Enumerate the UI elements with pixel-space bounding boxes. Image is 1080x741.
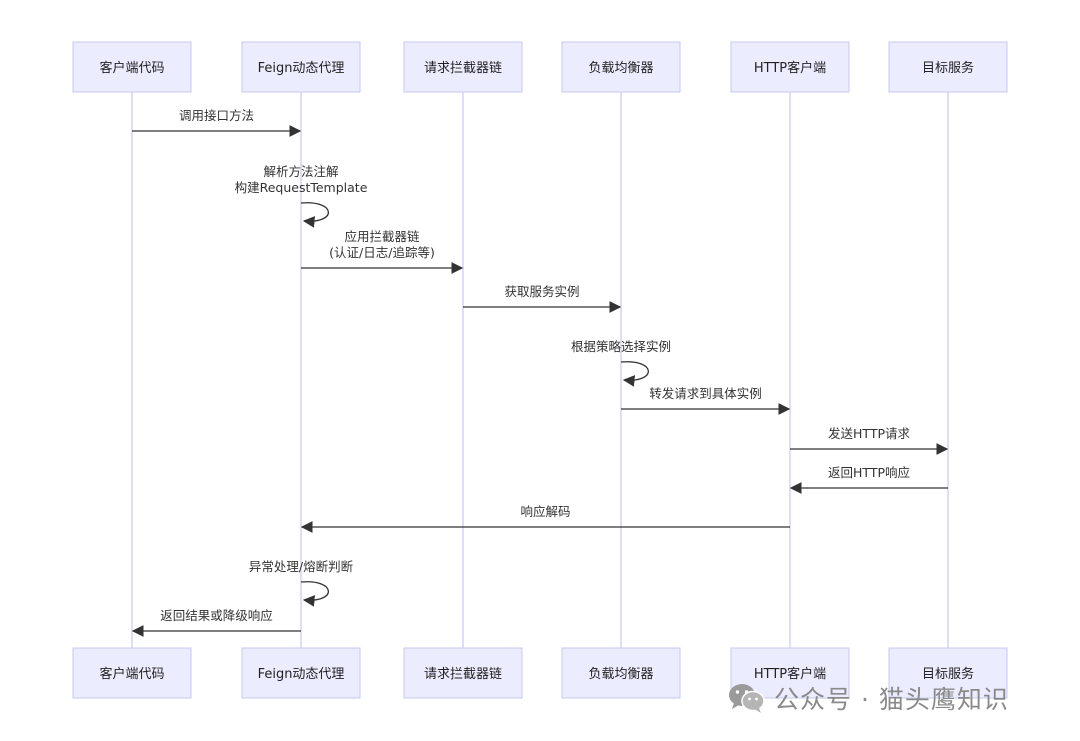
participant-box (561, 647, 681, 699)
message-7: 发送HTTP请求 (790, 426, 949, 455)
message-label: 发送HTTP请求 (828, 426, 910, 441)
participant-box (403, 41, 523, 93)
participant-box (888, 41, 1008, 93)
messages: 调用接口方法解析方法注解构建RequestTemplate应用拦截器链(认证/日… (131, 108, 949, 637)
participant-label: 请求拦截器链 (424, 667, 502, 682)
message-label: 获取服务实例 (504, 284, 579, 299)
participant-box (241, 41, 361, 93)
message-label: 构建RequestTemplate (235, 180, 368, 195)
participant-box (888, 647, 1008, 699)
message-label: (认证/日志/追踪等) (329, 245, 435, 260)
message-label: 返回HTTP响应 (828, 465, 910, 480)
participant-feign-bottom: Feign动态代理 (241, 647, 361, 699)
message-8: 返回HTTP响应 (789, 465, 948, 494)
participants: 客户端代码客户端代码Feign动态代理Feign动态代理请求拦截器链请求拦截器链… (72, 41, 1008, 699)
participant-label: HTTP客户端 (754, 60, 826, 76)
participant-box (561, 41, 681, 93)
message-label: 响应解码 (520, 504, 570, 519)
participant-label: 目标服务 (922, 60, 974, 76)
participant-label: 客户端代码 (99, 60, 164, 76)
participant-label: 负载均衡器 (588, 61, 653, 76)
message-label: 返回结果或降级响应 (160, 608, 273, 623)
participant-interceptor-top: 请求拦截器链 (403, 41, 523, 93)
participant-interceptor-bottom: 请求拦截器链 (403, 647, 523, 699)
message-label: 异常处理/熔断判断 (249, 559, 353, 574)
message-label: 调用接口方法 (179, 108, 254, 123)
participant-label: 客户端代码 (99, 666, 164, 682)
message-10: 异常处理/熔断判断 (249, 559, 353, 607)
message-label: 根据策略选择实例 (571, 339, 671, 354)
participant-box (241, 647, 361, 699)
message-9: 响应解码 (300, 504, 790, 533)
self-message-arrow (620, 361, 650, 387)
participant-label: 请求拦截器链 (424, 61, 502, 76)
message-3: 应用拦截器链(认证/日志/追踪等) (301, 229, 464, 274)
message-5: 根据策略选择实例 (571, 339, 671, 387)
message-6: 转发请求到具体实例 (621, 386, 791, 415)
participant-target-bottom: 目标服务 (888, 647, 1008, 699)
watermark: 公众号 · 猫头鹰知识 (728, 678, 1009, 718)
participant-lb-bottom: 负载均衡器 (561, 647, 681, 699)
participant-box (72, 41, 192, 93)
participant-box (730, 41, 850, 93)
participant-label: 负载均衡器 (588, 667, 653, 682)
message-1: 调用接口方法 (132, 108, 302, 137)
participant-client-bottom: 客户端代码 (72, 647, 192, 699)
lifelines (131, 92, 949, 648)
participant-label: Feign动态代理 (258, 667, 345, 682)
participant-lb-top: 负载均衡器 (561, 41, 681, 93)
wechat-icon (729, 684, 765, 713)
participant-feign-top: Feign动态代理 (241, 41, 361, 93)
participant-box (403, 647, 523, 699)
message-label: 应用拦截器链 (344, 229, 420, 244)
message-11: 返回结果或降级响应 (131, 608, 301, 637)
participant-box (72, 647, 192, 699)
participant-http-top: HTTP客户端 (730, 41, 850, 93)
self-message-arrow (300, 581, 330, 607)
participant-label: 目标服务 (922, 666, 974, 682)
participant-client-top: 客户端代码 (72, 41, 192, 93)
watermark-text: 公众号 · 猫头鹰知识 (774, 685, 1009, 714)
message-label: 解析方法注解 (263, 164, 338, 179)
self-message-arrow (300, 202, 330, 228)
message-4: 获取服务实例 (463, 284, 622, 313)
participant-target-top: 目标服务 (888, 41, 1008, 93)
participant-label: Feign动态代理 (258, 61, 345, 76)
message-label: 转发请求到具体实例 (649, 386, 762, 401)
participant-label: HTTP客户端 (754, 666, 826, 682)
